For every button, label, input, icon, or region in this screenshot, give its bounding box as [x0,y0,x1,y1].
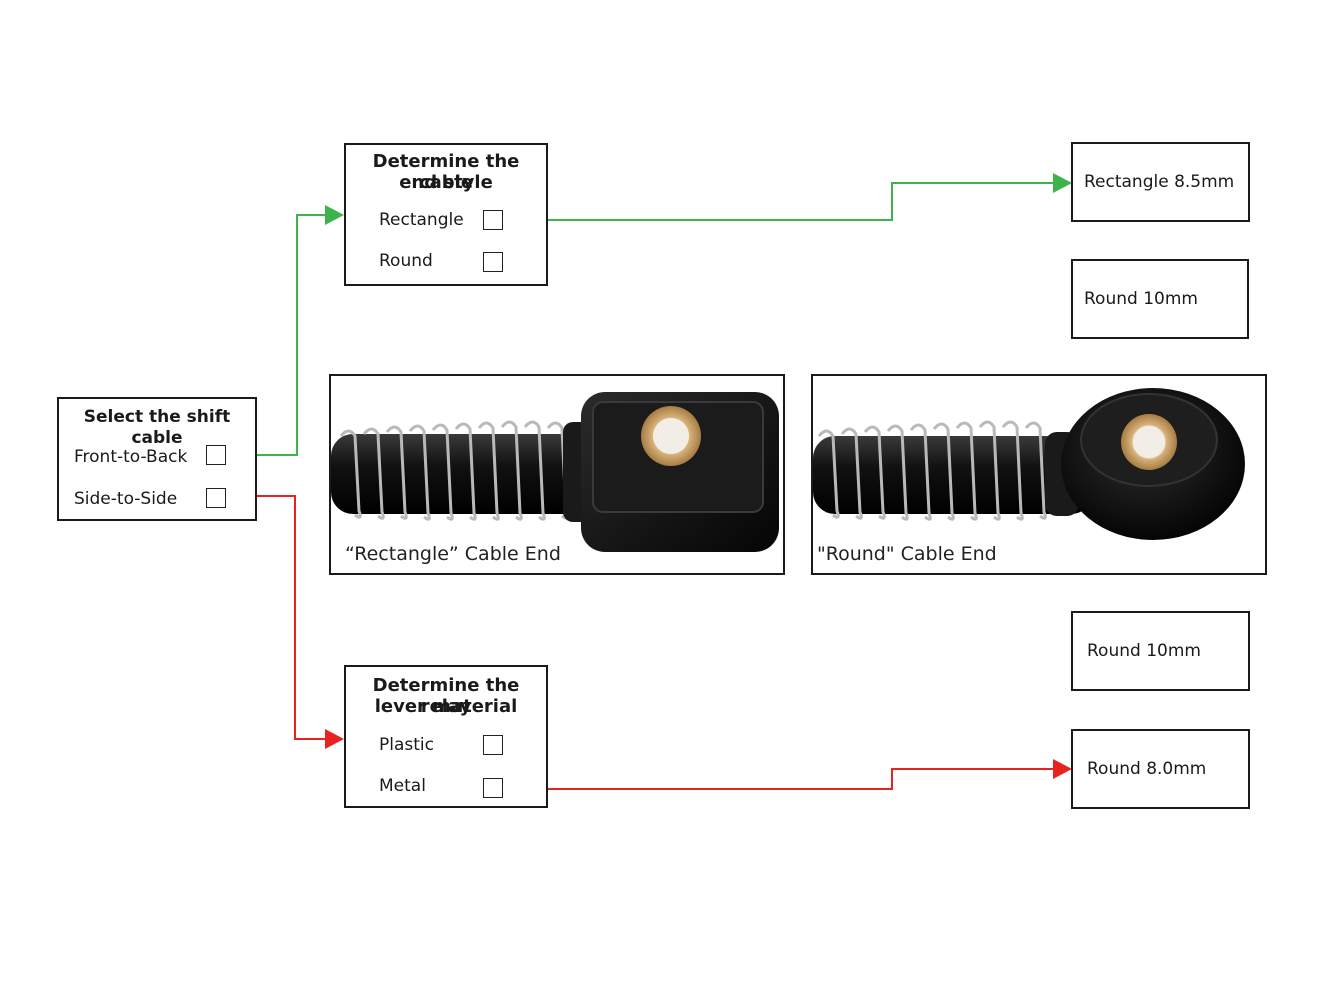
relay-lever-title-line1: Determine the relay [372,675,520,717]
round-checkbox[interactable] [483,252,503,272]
option-round-label: Round [379,251,433,271]
rectangle-cable-end-photo: “Rectangle” Cable End [329,374,785,575]
spring-coils [817,420,1047,521]
green-path-to-rectangle-85 [505,173,1072,221]
result-round-10-top-label: Round 10mm [1084,289,1198,309]
plastic-checkbox[interactable] [483,735,503,755]
green-path-to-cable-end [227,205,344,456]
result-round-80: Round 8.0mm [1071,729,1250,809]
select-shift-cable-box: Select the shift cable Front-to-Back Sid… [57,397,257,521]
result-round-10-bottom: Round 10mm [1071,611,1250,691]
result-round-10-bottom-label: Round 10mm [1087,641,1201,661]
red-path-to-round-80 [505,759,1072,790]
side-to-side-checkbox[interactable] [206,488,226,508]
relay-lever-material-box: Determine the relay lever material Plast… [344,665,548,808]
result-rectangle-85-label: Rectangle 8.5mm [1084,172,1235,192]
cable-end-title-line1: Determine the cable [372,151,520,193]
option-front-to-back-label: Front-to-Back [74,447,188,467]
result-round-80-label: Round 8.0mm [1087,759,1207,779]
metal-checkbox[interactable] [483,778,503,798]
option-side-to-side-label: Side-to-Side [74,489,178,509]
red-path-to-relay-lever [227,495,344,749]
option-plastic-label: Plastic [379,735,434,755]
option-metal-label: Metal [379,776,426,796]
rectangle-cable-end-illustration [331,392,779,552]
rectangle-checkbox[interactable] [483,210,503,230]
relay-lever-title-line2: lever material [374,696,518,717]
round-cable-end-photo: "Round" Cable End [811,374,1267,575]
cable-end-style-box: Determine the cable end style Rectangle … [344,143,548,286]
cable-end-title-line2: end style [399,172,493,193]
option-rectangle-label: Rectangle [379,210,464,230]
front-to-back-checkbox[interactable] [206,445,226,465]
result-round-10-top: Round 10mm [1071,259,1249,339]
rectangle-cable-end-caption: “Rectangle” Cable End [345,543,561,565]
result-rectangle-85: Rectangle 8.5mm [1071,142,1250,222]
round-cable-end-illustration [813,388,1245,540]
select-shift-cable-title: Select the shift cable [83,407,231,448]
round-cable-end-caption: "Round" Cable End [817,543,997,565]
